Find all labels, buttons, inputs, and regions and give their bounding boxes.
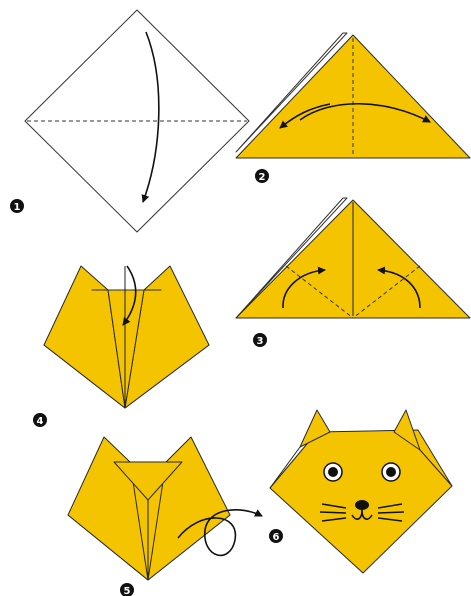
step-3-number: 3 — [257, 336, 264, 347]
cat-nose — [355, 500, 369, 510]
step-5-figure — [67, 436, 263, 581]
step-1-badge: 1 — [10, 199, 24, 213]
step-1-figure — [24, 9, 250, 233]
step-4-badge: 4 — [33, 413, 47, 427]
fold-down-arrow — [141, 31, 160, 203]
step-2-number: 2 — [259, 172, 266, 183]
back-layer — [235, 197, 348, 319]
step-3-figure — [235, 197, 471, 319]
right-fold-line — [352, 265, 421, 319]
left-fold-line — [285, 265, 354, 319]
step-5-number: 5 — [124, 586, 131, 596]
left-ear — [43, 265, 126, 409]
left-whiskers — [319, 503, 347, 522]
fold-left-corner-arrow — [282, 266, 326, 309]
cat-mouth — [351, 509, 373, 520]
back-layer — [235, 32, 348, 153]
step-2-badge: 2 — [255, 169, 269, 183]
right-whiskers — [377, 503, 405, 522]
square-paper — [24, 9, 250, 233]
right-ear — [124, 265, 210, 409]
step-4-figure — [43, 265, 210, 409]
step-6-figure — [269, 409, 453, 574]
step-6-number: 6 — [273, 532, 280, 543]
right-eye — [381, 462, 401, 482]
folded-top-flap — [113, 461, 183, 501]
left-eye — [323, 462, 343, 482]
fold-both-ways-arrow — [299, 102, 431, 123]
fold-top-down-arrow — [122, 265, 137, 326]
fold-right-corner-arrow — [377, 266, 421, 309]
step-4-number: 4 — [37, 416, 44, 427]
step-5-badge: 5 — [120, 583, 134, 596]
turn-over-arrow — [177, 509, 263, 557]
step-6-badge: 6 — [269, 529, 283, 543]
step-3-badge: 3 — [253, 333, 267, 347]
left-ear — [67, 436, 149, 581]
right-ear — [393, 409, 421, 451]
right-ear — [147, 436, 231, 581]
left-ear — [299, 409, 331, 448]
step-2-figure — [235, 32, 471, 159]
step-1-number: 1 — [14, 202, 21, 213]
